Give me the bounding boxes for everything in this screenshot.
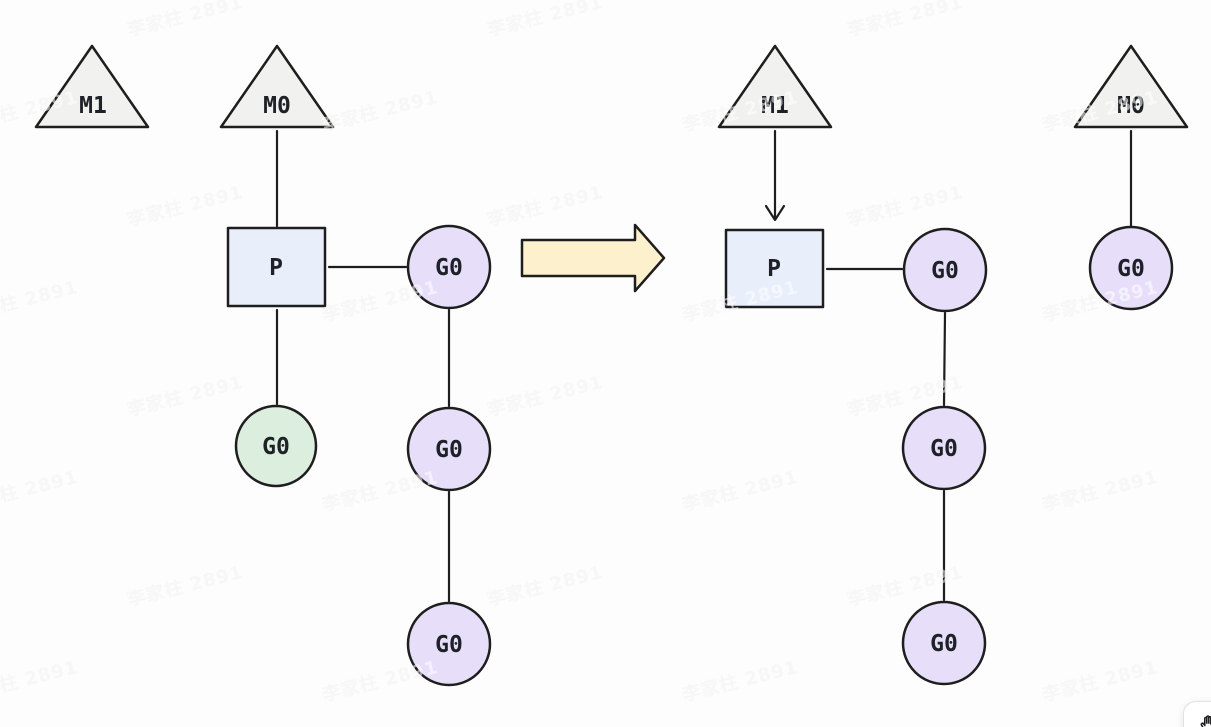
far-right-g0-circle[interactable] xyxy=(1088,225,1174,311)
left-g0-mid-label: G0 xyxy=(435,437,463,463)
left-g0-bottom-label: G0 xyxy=(435,632,463,658)
right-m1-label: M1 xyxy=(761,93,789,119)
right-g0-bottom-circle[interactable] xyxy=(901,600,987,686)
left-g0-mid-circle[interactable] xyxy=(406,406,492,492)
left-m1-triangle[interactable] xyxy=(34,44,150,129)
connector-right-g0-chain-1[interactable] xyxy=(942,311,947,407)
right-g0-mid-label: G0 xyxy=(930,436,958,462)
hand-tool-icon xyxy=(1200,715,1211,727)
right-g0-partner-label: G0 xyxy=(931,258,959,284)
transform-arrow[interactable] xyxy=(520,223,666,293)
left-p-label: P xyxy=(269,255,283,281)
far-right-m0-triangle[interactable] xyxy=(1073,44,1189,129)
far-right-g0-label: G0 xyxy=(1117,256,1145,282)
right-p-square[interactable] xyxy=(724,228,825,309)
left-g0-partner-label: G0 xyxy=(435,255,463,281)
left-m0-triangle[interactable] xyxy=(219,44,335,129)
left-m0-label: M0 xyxy=(263,93,291,119)
right-g0-mid-circle[interactable] xyxy=(901,405,987,491)
hand-tool-button[interactable] xyxy=(1183,701,1211,727)
right-m1-triangle[interactable] xyxy=(717,44,833,129)
left-g0-child-label: G0 xyxy=(262,434,290,460)
left-g0-child-circle[interactable] xyxy=(234,404,318,488)
left-m1-label: M1 xyxy=(79,93,107,119)
arrowhead-right-m1-to-p xyxy=(764,204,786,222)
far-right-m0-label: M0 xyxy=(1117,93,1145,119)
left-g0-bottom-circle[interactable] xyxy=(406,601,492,687)
left-p-square[interactable] xyxy=(226,226,327,308)
right-g0-partner-circle[interactable] xyxy=(902,227,988,313)
right-g0-bottom-label: G0 xyxy=(930,631,958,657)
left-g0-partner-circle[interactable] xyxy=(406,224,492,310)
right-p-label: P xyxy=(767,256,781,282)
